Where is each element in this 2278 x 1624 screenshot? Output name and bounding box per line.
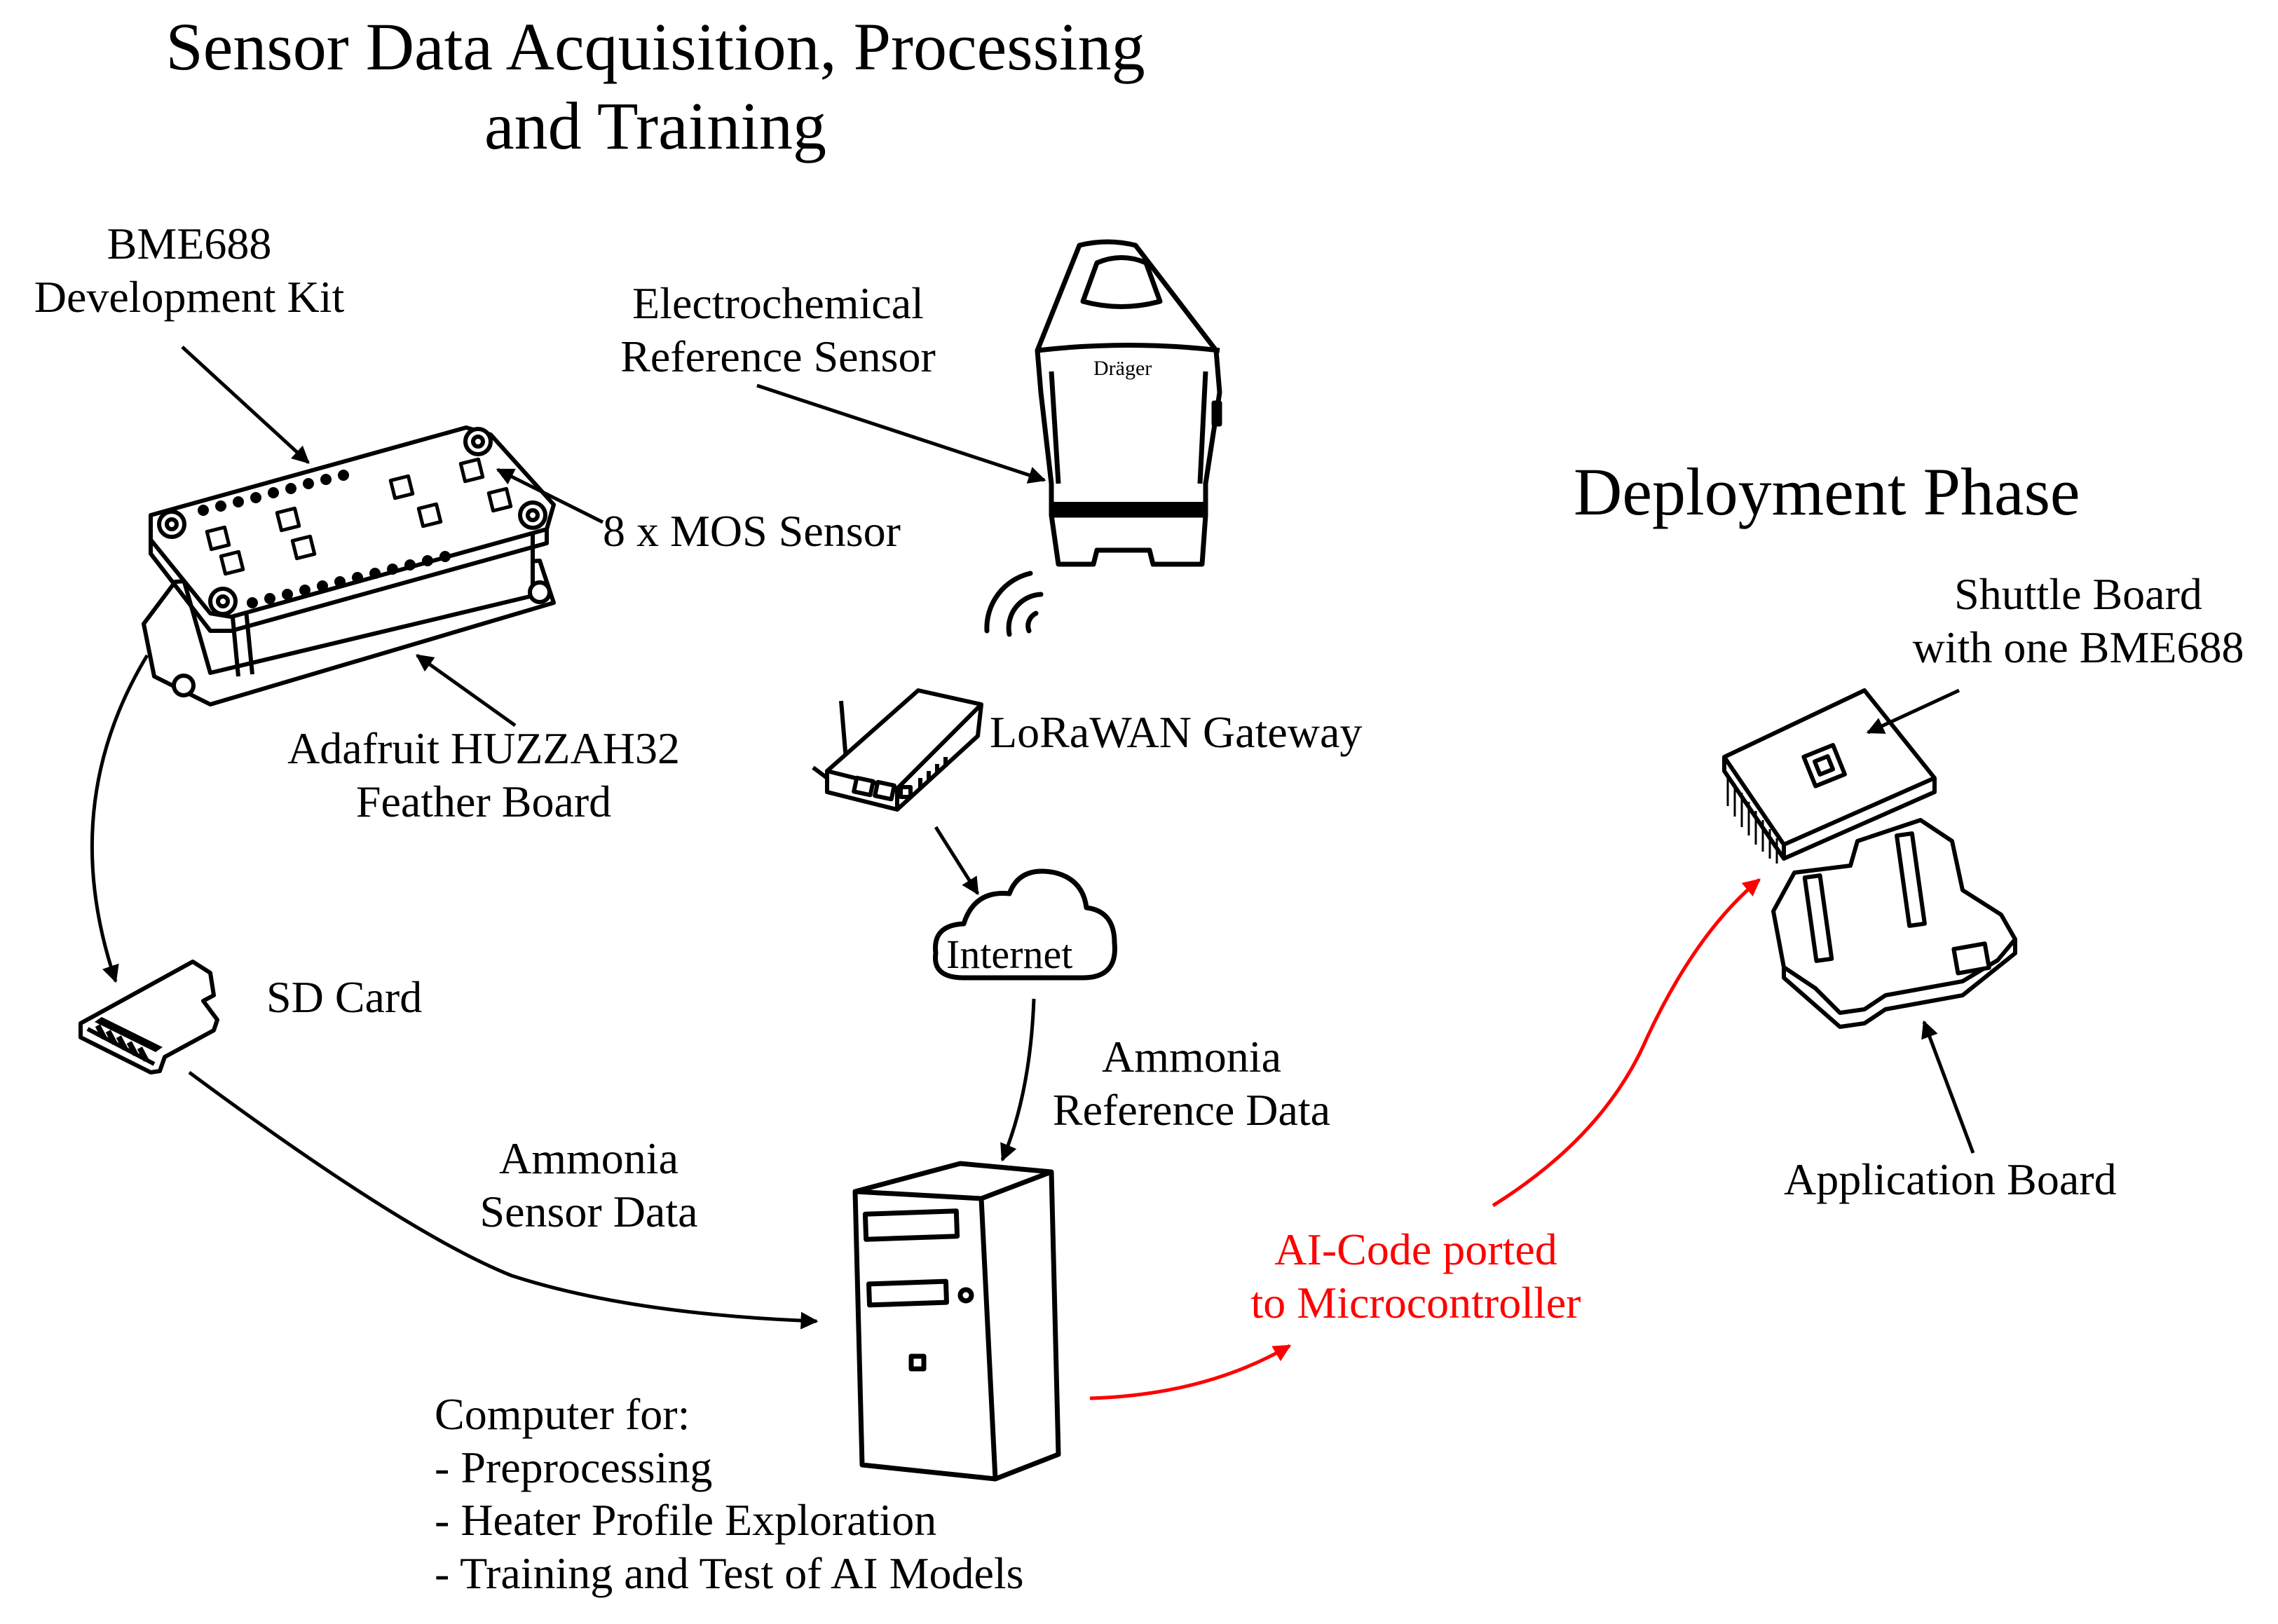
application-board-label: Application Board: [1784, 1154, 2117, 1204]
arrow-mos-label-to-sensor: [496, 468, 604, 524]
gateway-label: LoRaWAN Gateway: [990, 707, 1363, 757]
brand-label: Dräger: [1093, 357, 1152, 380]
sd-card-icon: [79, 960, 219, 1074]
title-line-2: and Training: [484, 88, 827, 164]
shuttle-board-label: Shuttle Board with one BME688: [1912, 569, 2244, 672]
ai-code-arrows: [1089, 878, 1761, 1400]
mos-sensor-label: 8 x MOS Sensor: [603, 506, 901, 556]
arrow-cloud-to-computer: [1000, 998, 1036, 1162]
arrow-ai-label-to-deployment: [1492, 878, 1761, 1208]
sd-card-label: SD Card: [266, 972, 423, 1022]
ref-sensor-label: Electrochemical Reference Sensor: [620, 278, 936, 381]
cloud-icon: [933, 868, 1117, 981]
computer-item: - Preprocessing: [435, 1442, 713, 1492]
diagram-title: Sensor Data Acquisition, Processing and …: [56, 7, 1255, 166]
devkit-label: BME688 Development Kit: [34, 219, 345, 322]
ammonia-sensor-label: Ammonia Sensor Data: [479, 1133, 698, 1236]
arrow-devkit-label-to-board: [181, 346, 310, 464]
arrow-app-label-to-board: [1921, 1020, 1975, 1154]
router-icon: [812, 688, 983, 812]
computer-purpose-list: Computer for: - Preprocessing - Heater P…: [435, 1388, 1024, 1599]
arrow-devkit-to-sdcard: [90, 654, 149, 983]
title-line-1: Sensor Data Acquisition, Processing: [165, 9, 1145, 84]
application-board-icon: [1771, 818, 2017, 1029]
feather-board-label: Adafruit HUZZAH32 Feather Board: [287, 723, 680, 826]
internet-label: Internet: [946, 932, 1073, 977]
computer-item: - Training and Test of AI Models: [435, 1548, 1024, 1598]
ai-code-label: AI-Code ported to Microcontroller: [1250, 1224, 1581, 1328]
deployment-title: Deployment Phase: [1574, 454, 2080, 529]
arrow-computer-to-ai-label: [1089, 1344, 1292, 1400]
connector-arrows: [90, 346, 1975, 1330]
arrow-sdcard-to-computer: [188, 1070, 819, 1330]
arrow-shuttle-label-to-board: [1866, 688, 1960, 735]
wifi-signal-icon: [984, 571, 1044, 637]
reference-sensor-icon: [1035, 239, 1222, 567]
computer-item: - Heater Profile Exploration: [435, 1495, 937, 1545]
ammonia-ref-label: Ammonia Reference Data: [1052, 1032, 1331, 1135]
devkit-board-icon: [142, 425, 556, 707]
arrow-ref-label-to-sensor: [756, 383, 1046, 484]
computer-tower-icon: [852, 1161, 1061, 1482]
arrow-feather-label-to-board: [415, 653, 517, 728]
computer-heading: Computer for:: [435, 1389, 690, 1439]
arrow-router-to-cloud: [934, 826, 980, 896]
